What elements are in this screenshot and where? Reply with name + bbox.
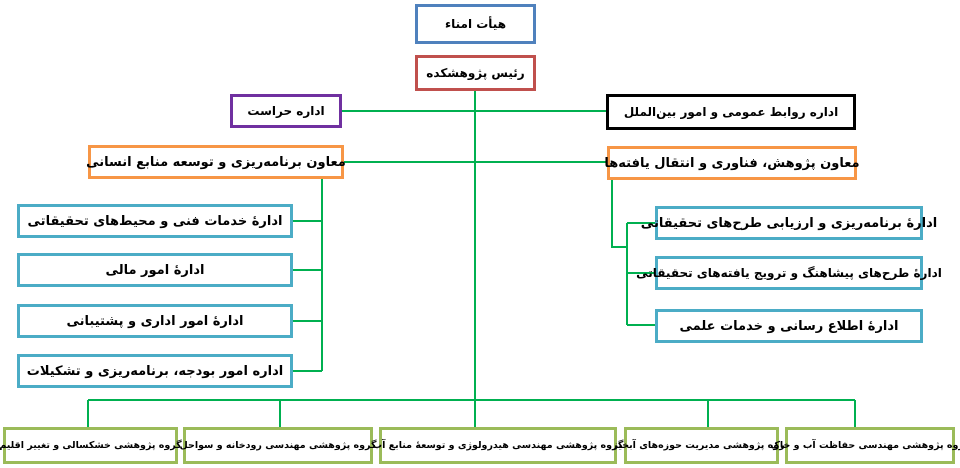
planning-deputy-label: معاون برنامه‌ریزی و توسعه منابع انسانی — [86, 154, 346, 170]
group-label: گروه پژوهشی مهندسی حفاظت آب و خاک — [770, 440, 960, 451]
security-office-box: اداره حراست — [230, 94, 342, 128]
group-label: گروه پژوهشی مهندسی رودخانه و سواحل — [179, 440, 377, 451]
research-group-box: گروه پژوهشی خشکسالی و تغییر اقلیم — [0, 427, 182, 464]
unit-label: ادارهٔ خدمات فنی و محیط‌های تحقیقاتی — [27, 213, 283, 229]
research-group-box: گروه پژوهشی مدیریت حوزه‌های آبخیز — [612, 427, 791, 464]
group-label: گروه پژوهشی مهندسی هیدرولوژی و توسعهٔ من… — [372, 440, 624, 451]
institute-head-box: رئیس پژوهشکده — [415, 55, 536, 91]
board-label: هیأت امناء — [444, 17, 507, 31]
security-label: اداره حراست — [247, 104, 325, 118]
unit-label: ادارهٔ امور اداری و پشتیبانی — [66, 313, 244, 329]
research-group-box: گروه پژوهشی مهندسی رودخانه و سواحل — [180, 427, 376, 464]
unit-label: ادارهٔ برنامه‌ریزی و ارزیابی طرح‌های تحق… — [640, 215, 938, 231]
research-unit-box: ادارهٔ برنامه‌ریزی و ارزیابی طرح‌های تحق… — [641, 206, 937, 240]
unit-label: اداره امور بودجه، برنامه‌ریزی و تشکیلات — [26, 363, 284, 379]
head-label: رئیس پژوهشکده — [426, 66, 525, 80]
research-units-elbow — [611, 180, 627, 248]
pr-label: اداره روابط عمومی و امور بین‌الملل — [623, 105, 839, 119]
research-unit-box: ادارهٔ طرح‌های پیشاهنگ و ترویج یافته‌های… — [636, 256, 942, 290]
public-relations-box: اداره روابط عمومی و امور بین‌الملل — [606, 94, 856, 130]
unit-label: ادارهٔ طرح‌های پیشاهنگ و ترویج یافته‌های… — [636, 266, 942, 280]
planning-unit-box: ادارهٔ امور مالی — [17, 253, 293, 287]
planning-unit-box: ادارهٔ خدمات فنی و محیط‌های تحقیقاتی — [17, 204, 293, 238]
planning-deputy-box: معاون برنامه‌ریزی و توسعه منابع انسانی — [86, 145, 346, 179]
research-deputy-box: معاون پژوهش، فناوری و انتقال یافته‌ها — [604, 146, 860, 180]
research-unit-box: ادارهٔ اطلاع رسانی و خدمات علمی — [655, 309, 923, 343]
unit-label: ادارهٔ امور مالی — [105, 262, 205, 278]
unit-label: ادارهٔ اطلاع رسانی و خدمات علمی — [679, 318, 899, 334]
board-of-trustees-box: هیأت امناء — [415, 4, 536, 44]
group-label: گروه پژوهشی مدیریت حوزه‌های آبخیز — [612, 440, 791, 451]
research-group-box: گروه پژوهشی مهندسی حفاظت آب و خاک — [770, 427, 960, 464]
group-label: گروه پژوهشی خشکسالی و تغییر اقلیم — [0, 440, 182, 451]
planning-unit-box: اداره امور بودجه، برنامه‌ریزی و تشکیلات — [17, 354, 293, 388]
research-deputy-label: معاون پژوهش، فناوری و انتقال یافته‌ها — [604, 155, 860, 171]
research-group-box: گروه پژوهشی مهندسی هیدرولوژی و توسعهٔ من… — [373, 427, 623, 464]
planning-unit-box: ادارهٔ امور اداری و پشتیبانی — [17, 304, 293, 338]
